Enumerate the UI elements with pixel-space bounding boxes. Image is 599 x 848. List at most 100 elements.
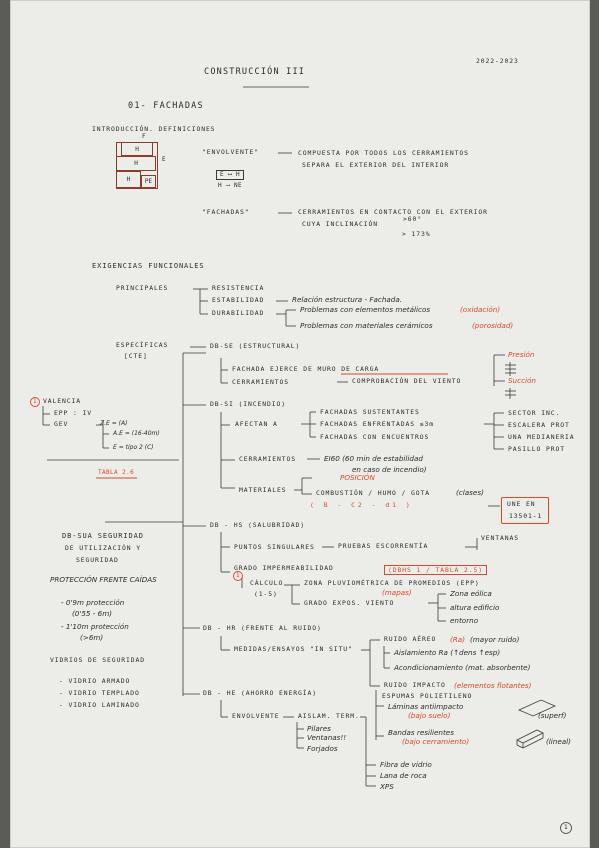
- db-se-item: CERRAMIENTOS: [232, 378, 289, 386]
- db-sua-title: SEGURIDAD: [76, 556, 119, 564]
- aereo-label: RUIDO AÉREO: [384, 635, 437, 643]
- he-item: Ventanas!!: [307, 733, 347, 742]
- fachadas-def: CUYA INCLINACIÓN: [302, 220, 378, 228]
- envolvente-def: SEPARA EL EXTERIOR DEL INTERIOR: [302, 161, 450, 169]
- aereo-note: (mayor ruido): [470, 635, 520, 644]
- db-he-title: DB - HE (AHORRO ENERGÍA): [203, 689, 317, 697]
- valencia-zone: Z.E = (A): [100, 420, 128, 427]
- angle-label: > 173%: [402, 230, 431, 238]
- aislam-label: AISLAM. TERM.: [298, 712, 360, 720]
- db-si-result: SECTOR INC.: [508, 409, 561, 417]
- une-label: UNE EN: [507, 500, 536, 508]
- hs-factor: altura edificio: [450, 603, 500, 612]
- db-hr-title: DB - HR (FRENTE AL RUIDO): [203, 624, 322, 632]
- vidrio-item: - VIDRIO LAMINADO: [59, 701, 140, 709]
- he-item: Pilares: [307, 724, 331, 733]
- material-item: Lana de roca: [380, 771, 427, 780]
- proteccion-item: (0'55 - 6m): [72, 609, 113, 618]
- db-sua-title: DB-SUA SEGURIDAD: [62, 532, 144, 540]
- dbhs-ref: (DBHS 1 / TABLA 2.5): [384, 565, 487, 576]
- envolvente-term: "ENVOLVENTE": [202, 148, 259, 156]
- intro-title: INTRODUCCIÓN. DEFINICIONES: [92, 125, 216, 133]
- durabilidad-note: Problemas con elementos metálicos: [300, 305, 431, 314]
- valencia-gev: GEV: [54, 420, 69, 428]
- medidas-label: MEDIDAS/ENSAYOS "IN SITU": [234, 645, 353, 653]
- facade-diagram: H H H PE: [116, 142, 158, 189]
- db-si-item: FACHADAS ENFRENTADAS ≤3m: [320, 420, 434, 428]
- puntos-label: PUNTOS SINGULARES: [234, 543, 315, 551]
- material-item: Fibra de vidrio: [380, 760, 432, 769]
- afectan-label: AFECTAN A: [235, 420, 278, 428]
- ei60-note: EI60 (60 min de estabilidad: [324, 454, 423, 463]
- valencia-epp: EPP : IV: [54, 409, 92, 417]
- exigencias-title: EXIGENCIAS FUNCIONALES: [92, 262, 205, 270]
- db-sua-title: DE UTILIZACIÓN Y: [65, 544, 141, 552]
- facade-cell: H: [121, 142, 153, 156]
- resistencia-label: RESISTENCIA: [212, 284, 265, 292]
- impacto-note: (elementos flotantes): [454, 681, 532, 690]
- legend-line: H ⟶ NE: [218, 182, 243, 189]
- clases-label: (clases): [456, 488, 484, 497]
- db-si-result: PASILLO PROT: [508, 445, 565, 453]
- superf-label: (superf): [538, 711, 567, 720]
- proteccion-item: - 0'9m protección: [61, 598, 125, 607]
- material-item: XPS: [380, 782, 394, 791]
- db-se-title: DB-SE (ESTRUCTURAL): [210, 342, 301, 350]
- ventanas-label: VENTANAS: [481, 534, 519, 542]
- succion-label: Succión: [508, 376, 536, 385]
- he-item: Forjados: [307, 744, 338, 753]
- db-si-item: FACHADAS CON ENCUENTROS: [320, 433, 430, 441]
- hr-item: Aislamiento Ra (↑dens ↑esp): [394, 648, 501, 657]
- combustion-label: COMBUSTIÓN / HUMO / GOTA: [316, 489, 430, 497]
- envolvente-label: ENVOLVENTE: [232, 712, 280, 720]
- db-se-item: COMPROBACIÓN DEL VIENTO: [352, 377, 462, 385]
- bandas-label: Bandas resilientes: [388, 728, 454, 737]
- facade-top-label: F: [142, 133, 147, 140]
- estabilidad-label: ESTABILIDAD: [212, 296, 265, 304]
- durabilidad-note-red: (porosidad): [472, 321, 514, 330]
- fachadas-term: "FACHADAS": [202, 208, 250, 216]
- notebook-page: 2022-2023 CONSTRUCCIÓN III 01- FACHADAS …: [10, 0, 590, 848]
- db-hs-title: DB - HS (SALUBRIDAD): [210, 521, 305, 529]
- bandas-note: (bajo cerramiento): [402, 737, 470, 746]
- valencia-title: VALENCIA: [43, 397, 81, 405]
- durabilidad-note: Problemas con materiales cerámicos: [300, 321, 433, 330]
- estabilidad-note: Relación estructura - Fachada.: [292, 295, 403, 304]
- vidrios-label: VIDRIOS DE SEGURIDAD: [50, 656, 145, 664]
- envolvente-def: COMPUESTA POR TODOS LOS CERRAMIENTOS: [298, 149, 469, 157]
- grado-exp-label: GRADO EXPOS. VIENTO: [304, 599, 395, 607]
- vidrio-item: - VIDRIO ARMADO: [59, 677, 131, 685]
- laminas-note: (bajo suelo): [408, 711, 451, 720]
- escorrentia-label: PRUEBAS ESCORRENTÍA: [338, 542, 429, 550]
- hs-number: 1: [236, 572, 241, 579]
- facade-cell: H: [116, 156, 156, 171]
- cte-label: [CTE]: [124, 352, 148, 360]
- ra-label: (Ra): [450, 635, 466, 644]
- section-title: 01- FACHADAS: [128, 101, 204, 111]
- materiales-label: MATERIALES: [239, 486, 287, 494]
- especificas-label: ESPECÍFICAS: [116, 341, 169, 349]
- facade-cell: H: [116, 171, 141, 188]
- calculo-range: (1-5): [254, 590, 278, 598]
- ei60-note: en caso de incendio): [352, 465, 427, 474]
- db-se-item: FACHADA EJERCE DE MURO DE CARGA: [232, 365, 380, 373]
- year-label: 2022-2023: [476, 57, 519, 65]
- impacto-label: RUIDO IMPACTO: [384, 681, 446, 689]
- hs-factor: Zona eólica: [450, 589, 492, 598]
- fachadas-def: CERRAMIENTOS EN CONTACTO CON EL EXTERIOR: [298, 208, 488, 216]
- principales-label: PRINCIPALES: [116, 284, 169, 292]
- posicion-label: POSICIÓN: [340, 473, 375, 482]
- proteccion-label: PROTECCIÓN FRENTE CAÍDAS: [50, 575, 157, 584]
- espumas-label: ESPUMAS POLIETILENO: [382, 692, 473, 700]
- facade-cell: PE: [141, 175, 156, 188]
- calculo-label: CÁLCULO: [250, 579, 284, 587]
- durabilidad-label: DURABILIDAD: [212, 309, 265, 317]
- tabla-label: TABLA 2.6: [98, 469, 135, 476]
- hs-factor: entorno: [450, 616, 479, 625]
- vidrio-item: - VIDRIO TEMPLADO: [59, 689, 140, 697]
- cerramientos-label: CERRAMIENTOS: [239, 455, 296, 463]
- une-label: 13501-1: [509, 512, 543, 520]
- grado-label: GRADO IMPERMEABILIDAD: [234, 564, 334, 572]
- valencia-zone: A.E = (16-40m): [113, 430, 160, 437]
- db-si-result: ESCALERA PROT: [508, 421, 570, 429]
